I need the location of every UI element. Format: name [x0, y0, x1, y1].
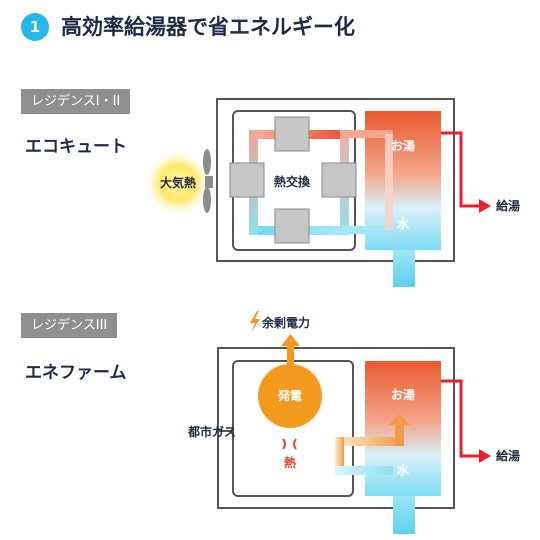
supply-arrowhead-2-icon [479, 449, 491, 463]
tank-riser-pipe [385, 134, 393, 230]
compressor-top-box [274, 116, 310, 152]
enefarm-outer-frame [217, 347, 455, 509]
supply-arrow-line-1 [441, 131, 481, 208]
supply-label-1: 給湯 [496, 198, 520, 213]
step-number-badge: 1 [21, 13, 49, 41]
air-heat-label: 大気熱 [160, 175, 196, 190]
water-label-2: 水 [397, 462, 410, 477]
heat-pipe-vertical [335, 437, 344, 474]
fan-hub-icon [205, 176, 213, 188]
fan-blade-bottom-icon [203, 187, 211, 213]
heat-riser-arrowhead-icon [389, 413, 410, 425]
cold-return-pipe [335, 466, 393, 475]
heat-transfer-pipe [335, 437, 401, 446]
heat-wave-right-icon [293, 438, 297, 450]
supply-arrowhead-1-icon [479, 199, 491, 213]
tank-cold-link-pipe [341, 226, 393, 234]
heat-riser-pipe [395, 423, 404, 446]
expansion-bottom-box [274, 208, 310, 244]
section1-name: エコキュート [25, 137, 127, 157]
power-arrowhead-icon [281, 334, 300, 346]
surplus-power-label: 余剰電力 [261, 315, 310, 330]
heat-wave-left-icon [282, 438, 286, 450]
heat-label: 熱 [284, 455, 296, 470]
power-generation-circle [258, 364, 322, 428]
lightning-bolt-icon [250, 311, 260, 333]
hot-water-label-1: お湯 [391, 138, 415, 153]
fan-blade-top-icon [203, 149, 211, 175]
supply-arrow-line-2 [441, 379, 481, 458]
page-title: 高効率給湯器で省エネルギー化 [61, 15, 355, 39]
tank-hot-link-pipe [341, 130, 393, 138]
ambient-heat-glow [145, 150, 211, 216]
evaporator-left-box [229, 162, 265, 198]
hot-water-label-2: お湯 [391, 387, 415, 402]
water-inlet-pipe [393, 250, 415, 287]
section2-name: エネファーム [25, 363, 127, 383]
section1-tag: レジデンスI・II [21, 89, 131, 114]
power-arrow-shaft [287, 344, 294, 369]
supply-label-2: 給湯 [496, 448, 520, 463]
condenser-right-box [321, 162, 357, 198]
generation-label: 発電 [277, 388, 302, 403]
water-label-1: 水 [397, 216, 410, 231]
section2-tag: レジデンスIII [21, 313, 118, 338]
heat-exchange-label: 熱交換 [274, 174, 311, 189]
city-gas-label: 都市ガス [187, 424, 236, 439]
water-inlet-pipe-2 [393, 496, 415, 534]
ecocute-outer-frame [216, 98, 455, 262]
